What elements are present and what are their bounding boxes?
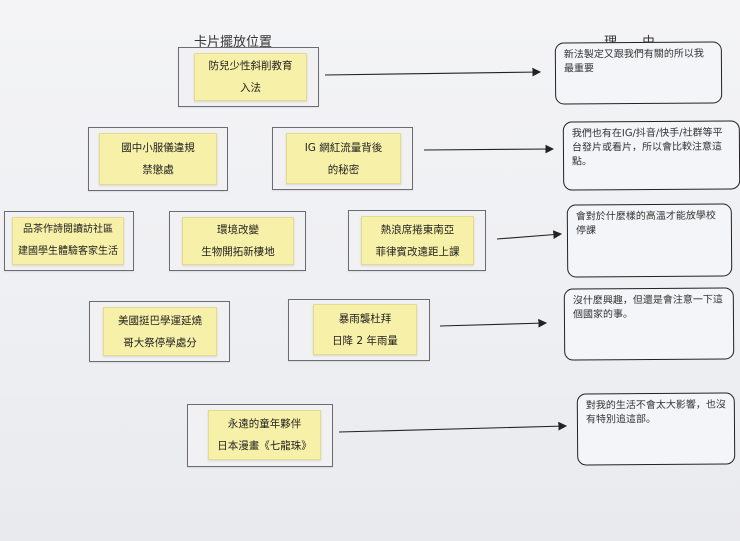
reason-box-3[interactable]: 會對於什麼樣的高溫才能放學校停課 bbox=[566, 203, 733, 278]
card-2[interactable]: 國中小服儀違規 禁懲處 bbox=[99, 133, 217, 185]
reason-2-text: 我們也有在IG/抖音/快手/社群等平台發片或看片，所以會比較注意這點。 bbox=[571, 127, 723, 168]
card-1[interactable]: 防兒少性斜削教育 入法 bbox=[194, 53, 307, 101]
card-2-line1: 國中小服儀違規 bbox=[121, 142, 195, 154]
cards-heading: 卡片擺放位置 bbox=[194, 35, 273, 50]
card-1-line1: 防兒少性斜削教育 bbox=[208, 60, 293, 72]
card-5-line1: 環境改變 bbox=[217, 224, 259, 236]
reason-box-1[interactable]: 新法製定又跟我們有關的所以我最重要 bbox=[554, 41, 723, 105]
card-5[interactable]: 環境改變 生物開拓新棲地 bbox=[182, 217, 294, 265]
arrow-1 bbox=[324, 67, 542, 77]
card-5-line2: 生物開拓新棲地 bbox=[201, 246, 275, 258]
card-4-line1: 品茶作詩閱讀訪社區 bbox=[23, 224, 113, 235]
card-9[interactable]: 永遠的童年夥伴 日本漫畫《七龍珠》 bbox=[208, 410, 321, 460]
card-6-line2: 菲律賓改遠距上課 bbox=[375, 245, 460, 258]
reason-5-text: 對我的生活不會太大影響，也沒有特別追這部。 bbox=[585, 399, 726, 426]
card-2-line2: 禁懲處 bbox=[142, 164, 174, 176]
arrow-4 bbox=[439, 318, 548, 328]
card-3[interactable]: IG 網紅流量背後 的秘密 bbox=[286, 133, 401, 184]
card-1-line2: 入法 bbox=[240, 82, 261, 94]
card-6-line1: 熱浪席捲東南亞 bbox=[380, 223, 455, 236]
card-3-line1: IG 網紅流量背後 bbox=[304, 141, 383, 154]
card-8-line2: 日降 2 年雨量 bbox=[332, 334, 398, 347]
card-7-line2: 哥大祭停學處分 bbox=[123, 336, 197, 349]
arrow-3 bbox=[496, 230, 563, 240]
card-4[interactable]: 品茶作詩閱讀訪社區 建國學生體驗客家生活 bbox=[12, 217, 124, 265]
reason-box-5[interactable]: 對我的生活不會太大影響，也沒有特別追這部。 bbox=[576, 392, 736, 466]
card-8[interactable]: 暴雨襲杜拜 日降 2 年雨量 bbox=[313, 304, 417, 355]
card-7-line1: 美國挺巴學運延燒 bbox=[118, 314, 202, 327]
reason-box-2[interactable]: 我們也有在IG/抖音/快手/社群等平台發片或看片，所以會比較注意這點。 bbox=[562, 120, 740, 191]
card-9-line1: 永遠的童年夥伴 bbox=[227, 418, 302, 430]
card-6[interactable]: 熱浪席捲東南亞 菲律賓改遠距上課 bbox=[361, 216, 474, 265]
reason-3-text: 會對於什麼樣的高溫才能放學校停課 bbox=[575, 210, 716, 237]
card-8-line1: 暴雨襲杜拜 bbox=[338, 312, 392, 325]
card-9-line2: 日本漫畫《七龍珠》 bbox=[217, 440, 312, 452]
reason-4-text: 沒什麼興趣，但還是會注意一下這個國家的事。 bbox=[572, 294, 723, 321]
reason-box-4[interactable]: 沒什麼興趣，但還是會注意一下這個國家的事。 bbox=[563, 287, 735, 361]
card-4-line2: 建國學生體驗客家生活 bbox=[18, 246, 118, 257]
arrow-2 bbox=[423, 144, 555, 154]
reason-1-text: 新法製定又跟我們有關的所以我最重要 bbox=[563, 48, 704, 75]
arrow-5 bbox=[338, 421, 568, 433]
card-7[interactable]: 美國挺巴學運延燒 哥大祭停學處分 bbox=[103, 307, 217, 356]
card-3-line2: 的秘密 bbox=[327, 163, 360, 176]
